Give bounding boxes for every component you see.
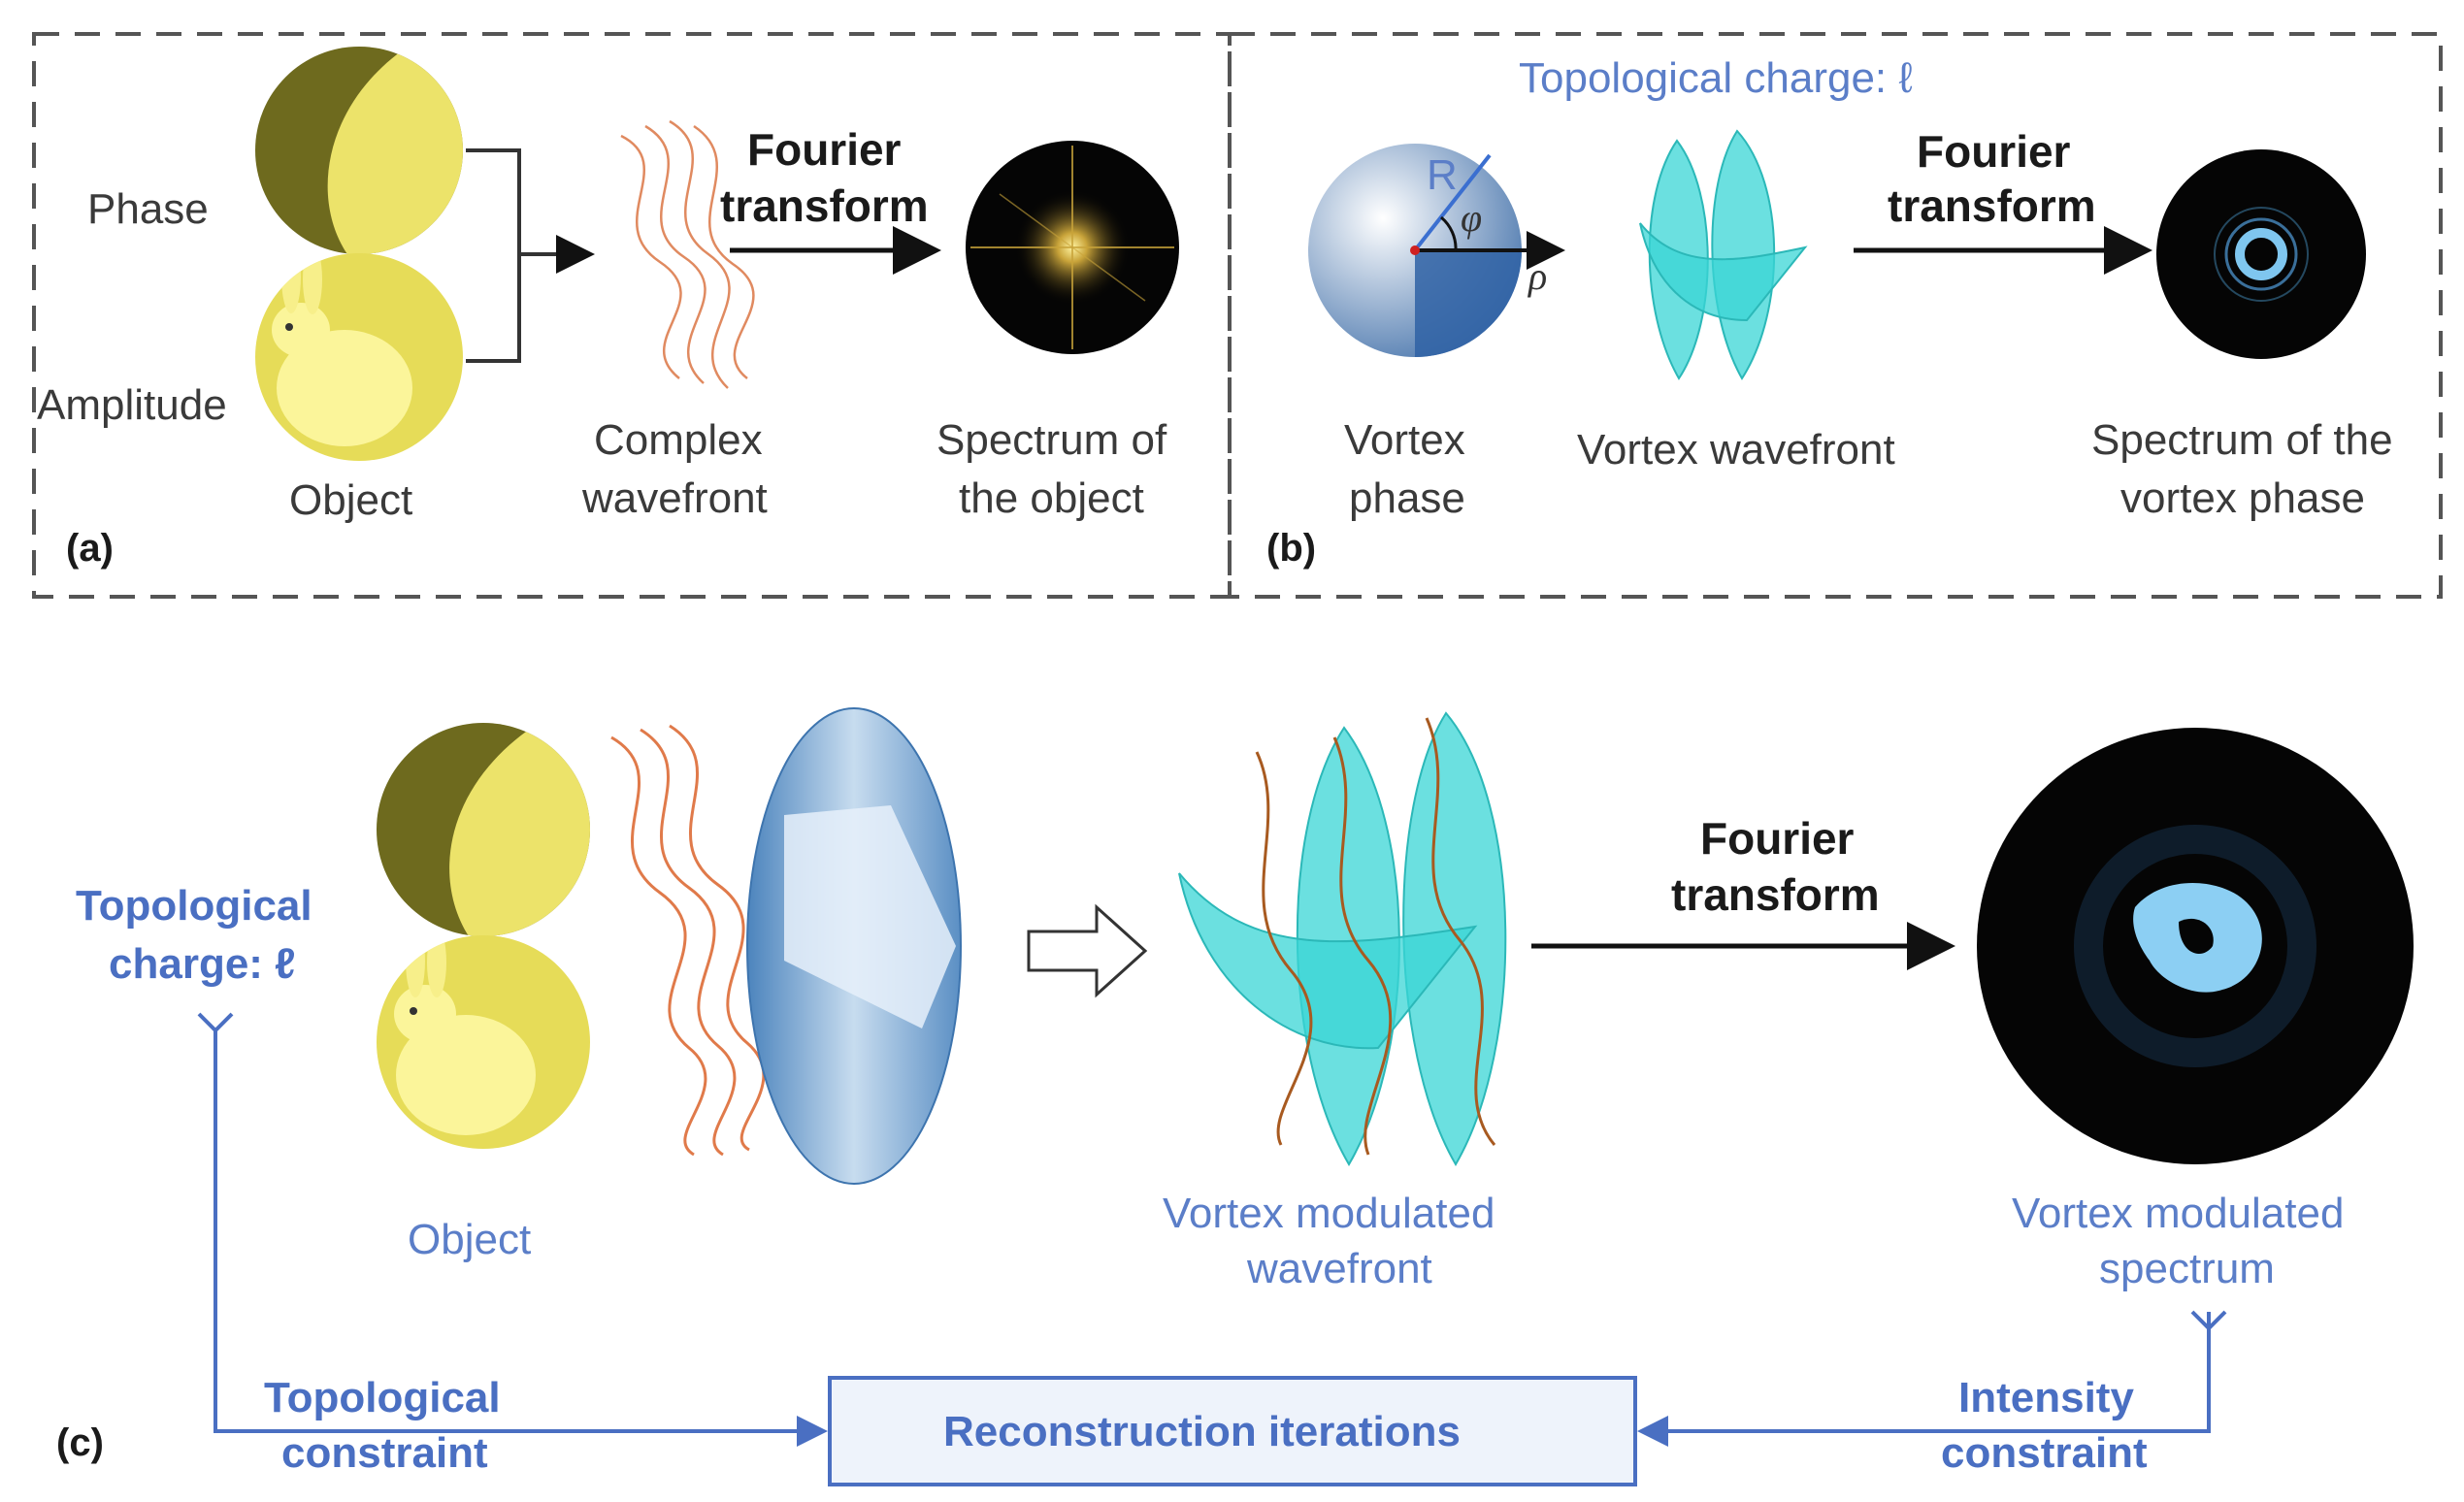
vortex-phase-disc <box>1308 144 1565 357</box>
vortex-modulated-wavefront <box>1178 711 1507 1166</box>
r-label: R <box>1427 151 1458 199</box>
topo-constraint-label-2: constraint <box>281 1429 488 1477</box>
amplitude-image <box>255 253 463 461</box>
intensity-constraint-label-2: constraint <box>1941 1429 2148 1477</box>
object-label-c: Object <box>408 1216 531 1263</box>
object-label: Object <box>289 476 412 524</box>
ft-label-c-2: transform <box>1671 869 1880 920</box>
hollow-arrow <box>1027 903 1148 998</box>
panel-a: Phase Amplitude Object Complex wavefront… <box>32 32 1232 599</box>
vmw-label-2: wavefront <box>1246 1245 1432 1292</box>
intensity-constraint-line <box>1637 1312 2211 1447</box>
spectrum-label-b-2: vortex phase <box>2120 474 2365 522</box>
object-phase-image <box>377 723 590 936</box>
complex-wavefront <box>620 119 755 389</box>
combine-bracket <box>466 148 587 363</box>
vortex-phase-label-2: phase <box>1349 474 1465 522</box>
topo-charge-label-c-2: charge: ℓ <box>109 940 296 988</box>
phase-label: Phase <box>87 185 209 233</box>
spiral-phase-plate <box>746 707 962 1185</box>
ft-label-b-1: Fourier <box>1917 126 2071 177</box>
intensity-constraint-label-1: Intensity <box>1958 1374 2134 1421</box>
panel-b-border <box>1228 32 2443 599</box>
panel-c-tag: (c) <box>56 1421 104 1464</box>
topological-fork <box>197 1012 234 1033</box>
vortex-modulated-spectrum <box>1977 728 2414 1164</box>
phase-image <box>255 47 463 254</box>
panel-a-tag: (a) <box>66 527 114 570</box>
object-amplitude-image <box>377 935 590 1149</box>
vortex-wavefront <box>1639 129 1808 380</box>
topo-charge-label-c-1: Topological <box>76 882 312 930</box>
ft-label-c-1: Fourier <box>1700 813 1855 864</box>
vortex-phase-spectrum <box>2156 149 2366 359</box>
amplitude-label: Amplitude <box>37 381 227 429</box>
reconstruction-box <box>828 1376 1637 1486</box>
ft-label-b-2: transform <box>1888 180 2096 231</box>
vortex-wavefront-label: Vortex wavefront <box>1577 426 1895 473</box>
spectrum-label-a-2: the object <box>959 474 1144 522</box>
complex-wavefront-label-1: Complex <box>594 416 763 464</box>
topo-charge-label-b: Topological charge: ℓ <box>1519 54 1913 102</box>
object-spectrum <box>966 141 1179 354</box>
vortex-phase-label-1: Vortex <box>1344 416 1465 464</box>
spectrum-label-a-1: Spectrum of <box>936 416 1167 464</box>
ft-label-a-1: Fourier <box>747 124 902 175</box>
ft-label-a-2: transform <box>720 180 929 231</box>
object-wavefront <box>610 724 766 1157</box>
rho-label: ρ <box>1527 254 1547 298</box>
phi-label: φ <box>1461 196 1482 240</box>
panel-b-tag: (b) <box>1266 527 1316 570</box>
reconstruction-label: Reconstruction iterations <box>943 1408 1461 1455</box>
topo-constraint-label-1: Topological <box>264 1374 501 1421</box>
vms-label-2: spectrum <box>2099 1245 2275 1292</box>
panel-b: Topological charge: ℓ R φ ρ Vortex phase… <box>1228 32 2443 599</box>
panel-c: Topological charge: ℓ Object <box>56 707 2414 1486</box>
topological-constraint-line <box>214 1030 828 1447</box>
vms-label-1: Vortex modulated <box>2012 1190 2344 1237</box>
complex-wavefront-label-2: wavefront <box>581 474 768 522</box>
vmw-label-1: Vortex modulated <box>1163 1190 1495 1237</box>
intensity-fork <box>2190 1310 2227 1331</box>
spectrum-label-b-1: Spectrum of the <box>2091 416 2393 464</box>
